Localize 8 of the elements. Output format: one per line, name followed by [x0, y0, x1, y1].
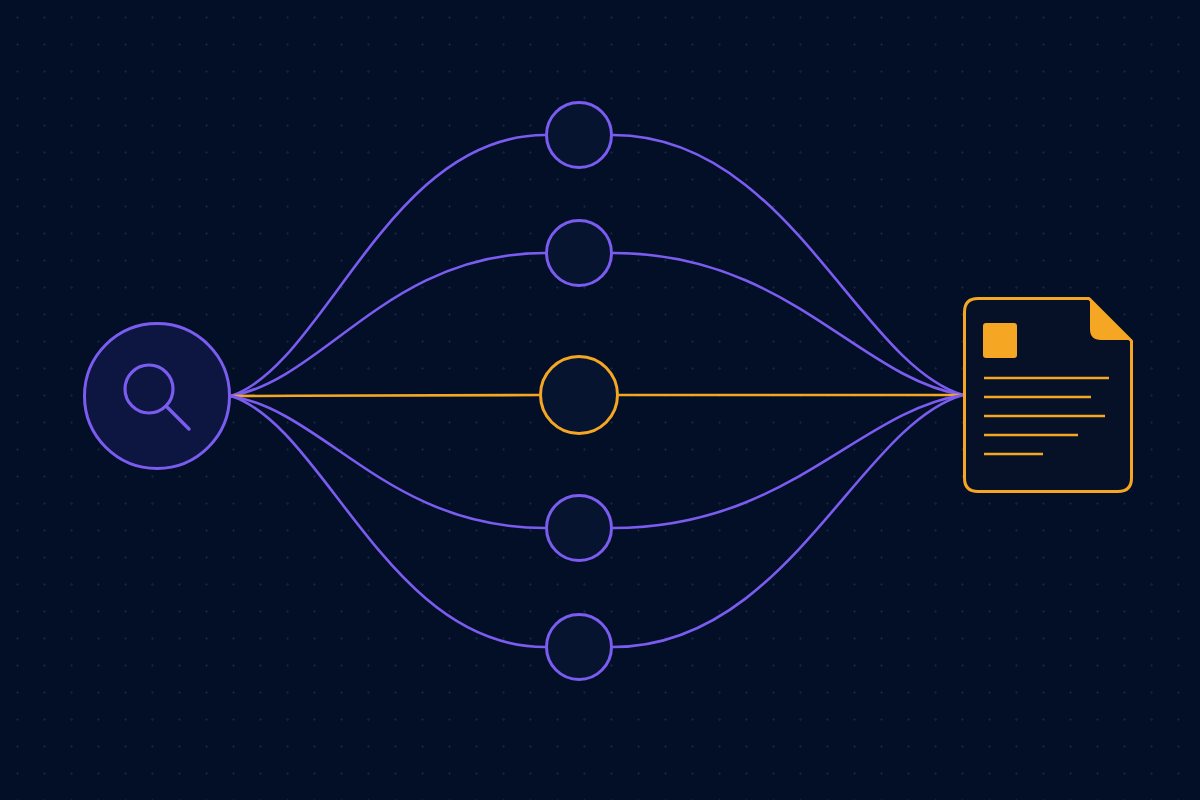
document-node	[963, 297, 1133, 493]
connector-line	[612, 393, 964, 649]
connector-line	[612, 251, 964, 397]
connector-line	[230, 394, 546, 530]
connector-line	[612, 133, 964, 397]
connector-line	[230, 133, 546, 398]
connector-line	[230, 394, 546, 649]
connector-line	[230, 251, 546, 398]
